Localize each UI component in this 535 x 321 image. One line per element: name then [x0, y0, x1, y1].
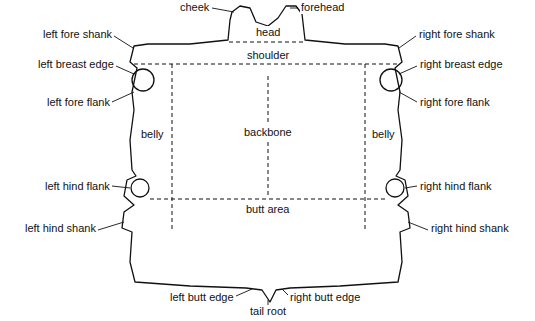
part-label: right fore flank [419, 96, 491, 109]
section-line [365, 64, 366, 232]
part-label: cheek [179, 1, 210, 14]
part-label: left fore flank [46, 96, 111, 109]
part-label: head [255, 26, 281, 39]
leader-line [408, 222, 428, 230]
leader-line [405, 186, 417, 188]
section-line [229, 42, 305, 43]
part-label: right hind shank [430, 222, 510, 235]
leader-line [290, 8, 298, 9]
part-label: left breast edge [37, 58, 115, 71]
leader-line [112, 92, 134, 102]
part-label: tail root [249, 305, 287, 318]
section-line [134, 64, 400, 65]
flank-circle [386, 179, 404, 197]
part-label: left hind flank [44, 180, 111, 193]
section-line [172, 64, 173, 232]
part-label: left fore shank [42, 28, 113, 41]
flank-circle [131, 179, 149, 197]
leader-line [114, 36, 133, 48]
leader-line [112, 186, 130, 188]
part-label: shoulder [246, 49, 290, 62]
leader-line [399, 66, 417, 74]
part-label: left butt edge [169, 291, 235, 304]
part-label: forehead [300, 1, 345, 14]
leader-line [98, 222, 124, 230]
leader-line [212, 8, 234, 12]
leader-line [282, 289, 288, 295]
hide-outline [122, 6, 410, 302]
part-label: belly [140, 128, 165, 141]
breast-circle [380, 69, 402, 91]
part-label: backbone [243, 126, 293, 139]
leader-line [399, 36, 416, 48]
section-line [268, 142, 269, 196]
leader-line [236, 289, 252, 296]
leader-line [116, 66, 134, 74]
part-label: right butt edge [289, 291, 361, 304]
section-line [268, 76, 269, 122]
part-label: right hind flank [419, 180, 493, 193]
part-label: right fore shank [418, 28, 496, 41]
part-label: belly [371, 128, 396, 141]
section-line [150, 199, 385, 200]
breast-circle [132, 69, 154, 91]
leader-line [399, 92, 417, 102]
part-label: right breast edge [419, 58, 504, 71]
part-label: left hind shank [24, 222, 97, 235]
part-label: butt area [245, 203, 290, 216]
